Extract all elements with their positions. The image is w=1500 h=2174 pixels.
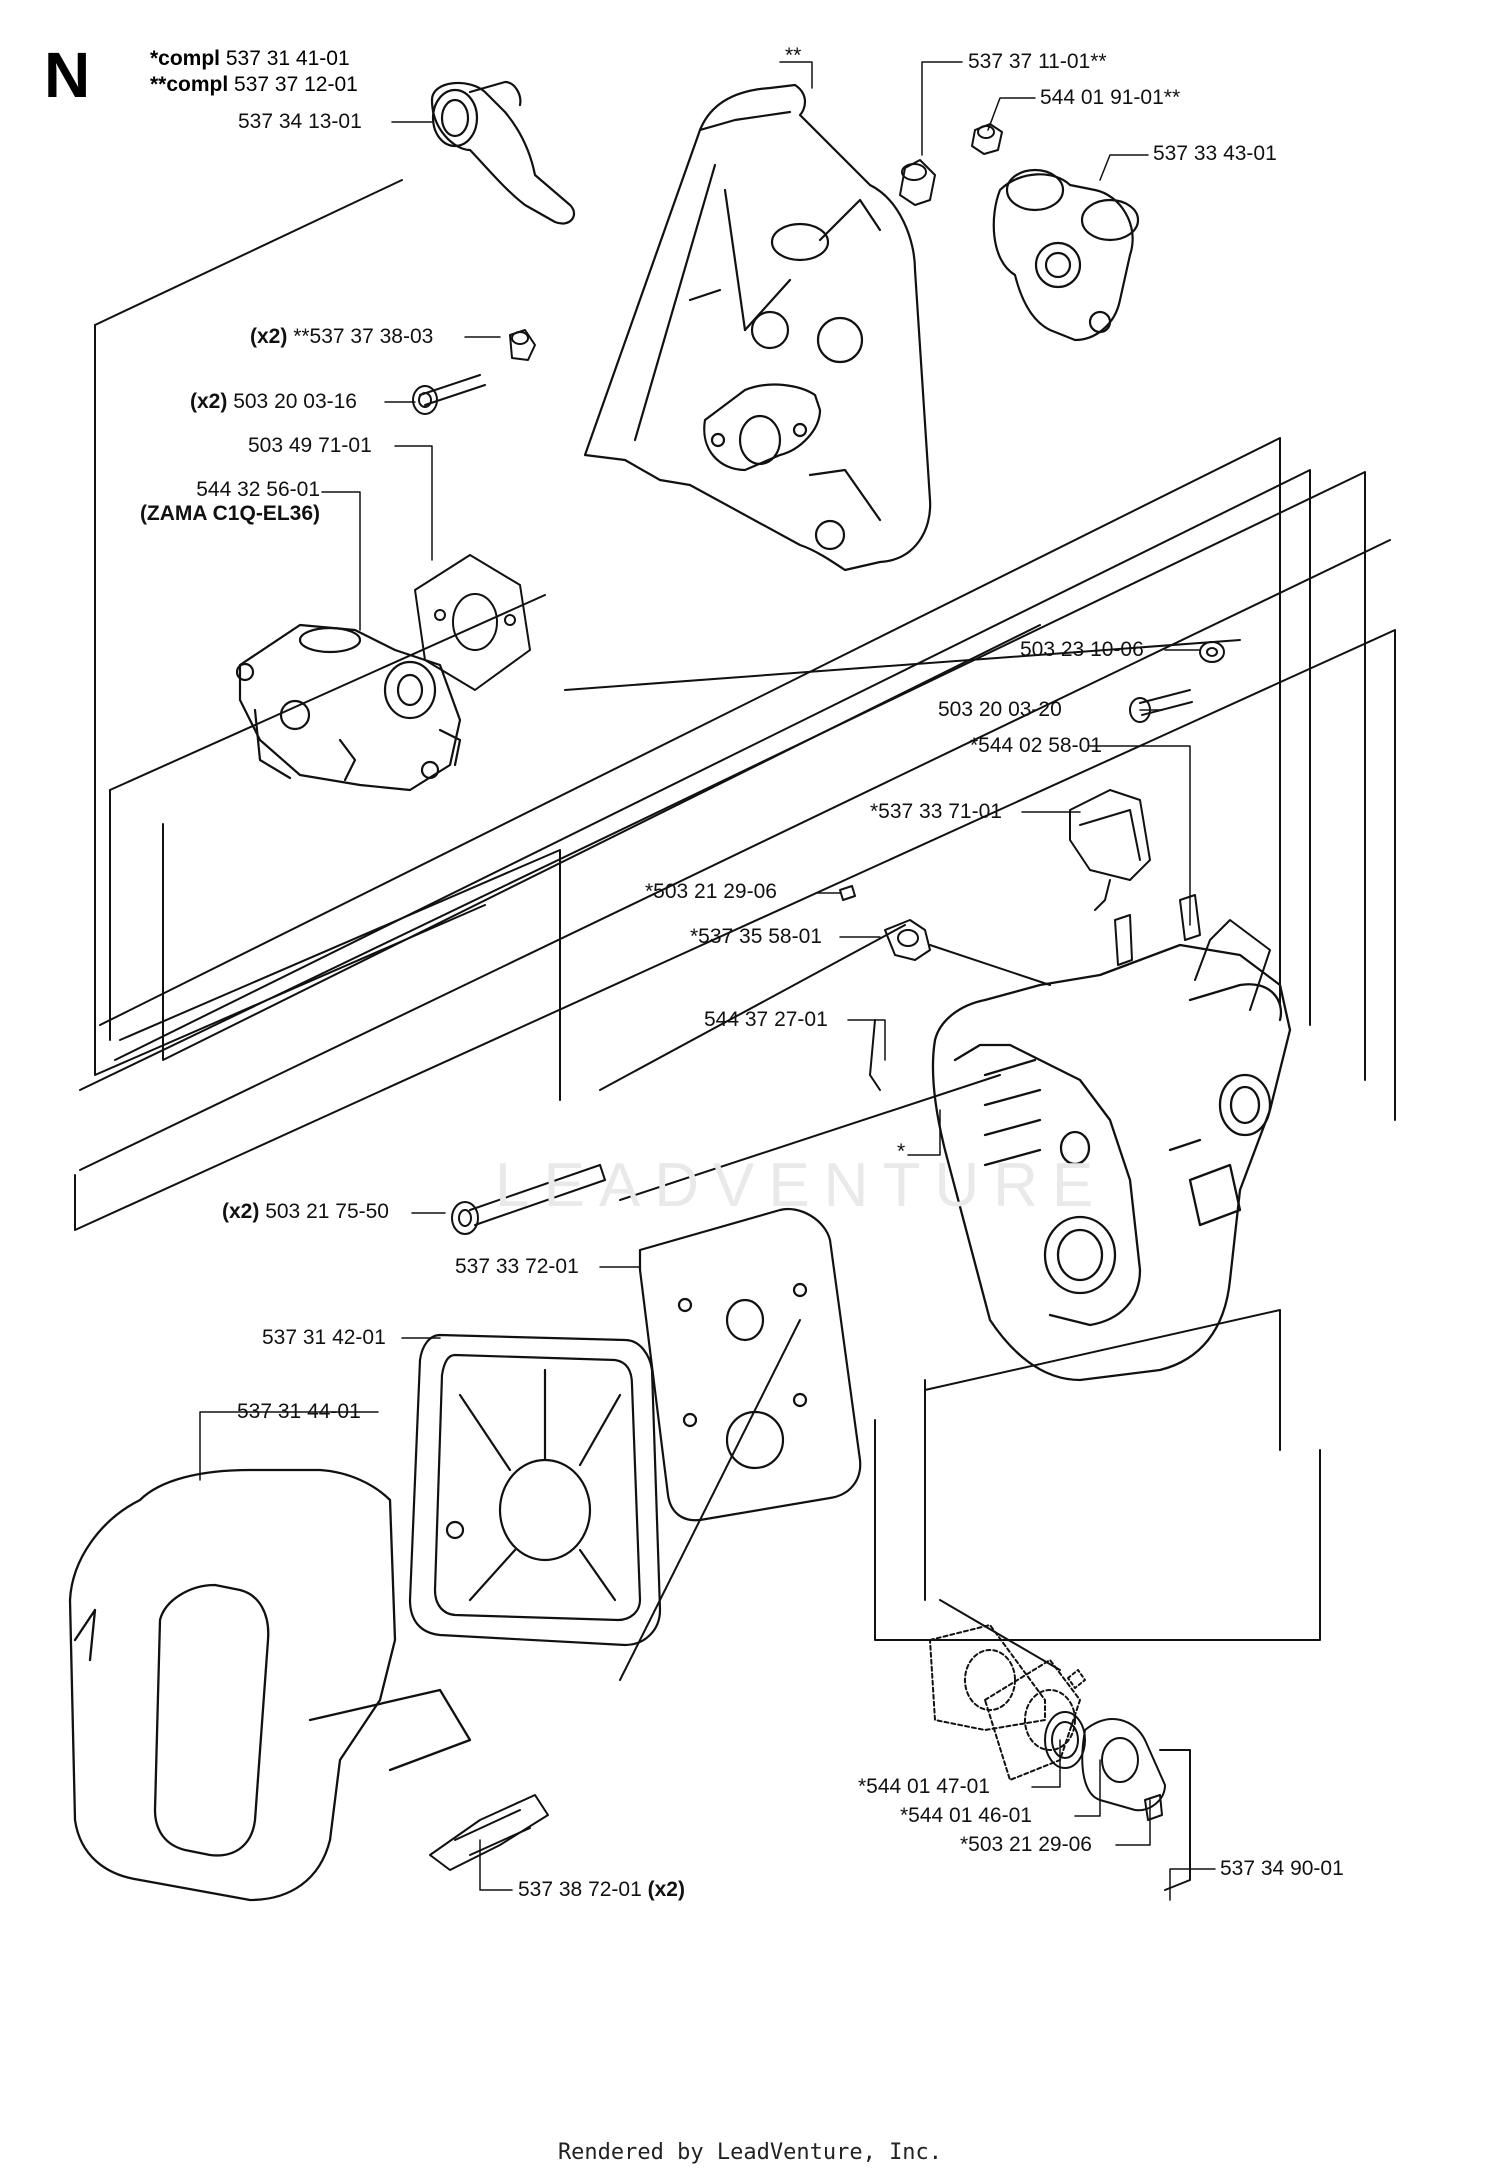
callout-housing[interactable]: **	[785, 44, 801, 68]
callout-choke-lever[interactable]: *537 33 71-01	[870, 800, 1002, 824]
carburetor-model-note: (ZAMA C1Q-EL36)	[139, 502, 320, 525]
callout-choke-rod[interactable]: 544 37 27-01	[704, 1008, 828, 1032]
callout-screw-right[interactable]: 503 20 03-20	[938, 698, 1062, 722]
carburetor-part	[235, 623, 462, 792]
air-filter-part	[408, 1333, 662, 1647]
callout-clip[interactable]: 537 38 72-01 (x2)	[518, 1878, 685, 1902]
long-bolt-part	[451, 1164, 606, 1235]
air-filter-cover-part	[68, 1468, 472, 1902]
part-number[interactable]: *503 21 29-06	[645, 880, 777, 903]
part-number[interactable]: *544 01 47-01	[858, 1775, 990, 1798]
part-number[interactable]: 537 31 42-01	[262, 1326, 386, 1349]
part-number[interactable]: 544 01 91-01**	[1040, 86, 1181, 109]
callout-bracket[interactable]: 537 33 43-01	[1153, 142, 1277, 166]
callout-sleeve[interactable]: (x2) **537 37 38-03	[250, 325, 433, 349]
callout-air-filter[interactable]: 537 31 42-01	[262, 1326, 386, 1350]
callout-choke-shaft[interactable]: *537 35 58-01	[690, 925, 822, 949]
part-number[interactable]: 537 33 72-01	[455, 1255, 579, 1278]
part-number[interactable]: 544 37 27-01	[704, 1008, 828, 1031]
kit-row: **compl 537 37 12-01	[150, 72, 358, 98]
screw-and-washer-parts	[412, 374, 486, 415]
part-number[interactable]: *544 02 58-01	[970, 734, 1102, 757]
part-number[interactable]: 544 32 56-01	[196, 478, 320, 501]
part-number[interactable]: *537 33 71-01	[870, 800, 1002, 823]
bracket-part	[992, 168, 1140, 342]
fastener-parts-right	[1129, 641, 1225, 723]
callout-screw-small[interactable]: *503 21 29-06	[645, 880, 777, 904]
callout-long-bolt[interactable]: (x2) 503 21 75-50	[222, 1200, 389, 1224]
part-number[interactable]: 537 38 72-01	[518, 1878, 642, 1901]
carburetor-gasket-part	[414, 554, 531, 691]
kit-row: *compl 537 31 41-01	[150, 46, 358, 72]
callout-bushing-small[interactable]: 544 01 91-01**	[1040, 86, 1180, 110]
part-number[interactable]: 537 33 43-01	[1153, 142, 1277, 165]
filter-cover-clip-part	[429, 1794, 549, 1871]
part-number[interactable]: 503 23 10-06	[1020, 638, 1144, 661]
callout-filter-housing[interactable]: *	[897, 1140, 905, 1164]
section-letter: N	[44, 39, 91, 111]
callout-carburetor[interactable]: 544 32 56-01 (ZAMA C1Q-EL36)	[110, 478, 320, 526]
quantity: (x2)	[222, 1200, 260, 1223]
exploded-view-bracket-lines	[74, 179, 1396, 1681]
callout-gasket[interactable]: 503 49 71-01	[248, 434, 372, 458]
air-filter-housing-part	[931, 943, 1292, 1382]
callout-filter-gasket[interactable]: 537 33 72-01	[455, 1255, 579, 1279]
part-number[interactable]: 503 20 03-20	[938, 698, 1062, 721]
part-number[interactable]: 537 31 44-01	[237, 1400, 361, 1423]
footer-credit: Rendered by LeadVenture, Inc.	[557, 2140, 943, 2165]
kit-stars: **compl	[150, 73, 229, 96]
callout-choke-plate[interactable]: *544 01 46-01	[900, 1804, 1032, 1828]
part-number[interactable]: **	[785, 44, 802, 67]
choke-plate-assembly-parts	[929, 1624, 1191, 1891]
part-number[interactable]: **537 37 38-03	[293, 325, 434, 348]
watermark-text: LEADVENTURE	[495, 1151, 1108, 1220]
filter-gasket-part	[638, 1207, 862, 1522]
kit-part-number[interactable]: 537 31 41-01	[225, 47, 350, 70]
quantity: (x2)	[190, 390, 228, 413]
callout-intake-elbow[interactable]: 537 34 13-01	[238, 110, 362, 134]
bushing-parts	[509, 123, 1003, 361]
callout-screw[interactable]: (x2) 503 20 03-16	[190, 390, 357, 414]
kit-list: *compl 537 31 41-01 **compl 537 37 12-01	[150, 46, 358, 98]
part-number[interactable]: 503 21 75-50	[265, 1200, 389, 1223]
callout-choke-knob[interactable]: *544 02 58-01	[970, 734, 1102, 758]
callout-choke-wire[interactable]: 537 34 90-01	[1220, 1857, 1344, 1881]
quantity: (x2)	[647, 1878, 685, 1901]
callout-filter-cover[interactable]: 537 31 44-01	[237, 1400, 361, 1424]
part-number[interactable]: *	[897, 1140, 906, 1163]
choke-lever-parts	[839, 789, 1271, 1091]
part-number[interactable]: *503 21 29-06	[960, 1833, 1092, 1856]
part-number[interactable]: *537 35 58-01	[690, 925, 822, 948]
callout-bushing[interactable]: 537 37 11-01**	[968, 50, 1107, 74]
part-number[interactable]: 503 49 71-01	[248, 434, 372, 457]
part-number[interactable]: 537 34 13-01	[238, 110, 362, 133]
part-number[interactable]: 537 37 11-01**	[968, 50, 1107, 73]
part-number[interactable]: *544 01 46-01	[900, 1804, 1032, 1827]
callout-washer[interactable]: 503 23 10-06	[1020, 638, 1144, 662]
intake-elbow-part	[430, 80, 576, 225]
kit-part-number[interactable]: 537 37 12-01	[234, 73, 358, 96]
callout-spring[interactable]: *544 01 47-01	[858, 1775, 990, 1799]
part-number[interactable]: 503 20 03-16	[233, 390, 357, 413]
intake-manifold-housing	[583, 83, 932, 572]
callout-screw-lower[interactable]: *503 21 29-06	[960, 1833, 1092, 1857]
quantity: (x2)	[250, 325, 288, 348]
kit-stars: *compl	[150, 47, 221, 70]
part-number[interactable]: 537 34 90-01	[1220, 1857, 1344, 1880]
